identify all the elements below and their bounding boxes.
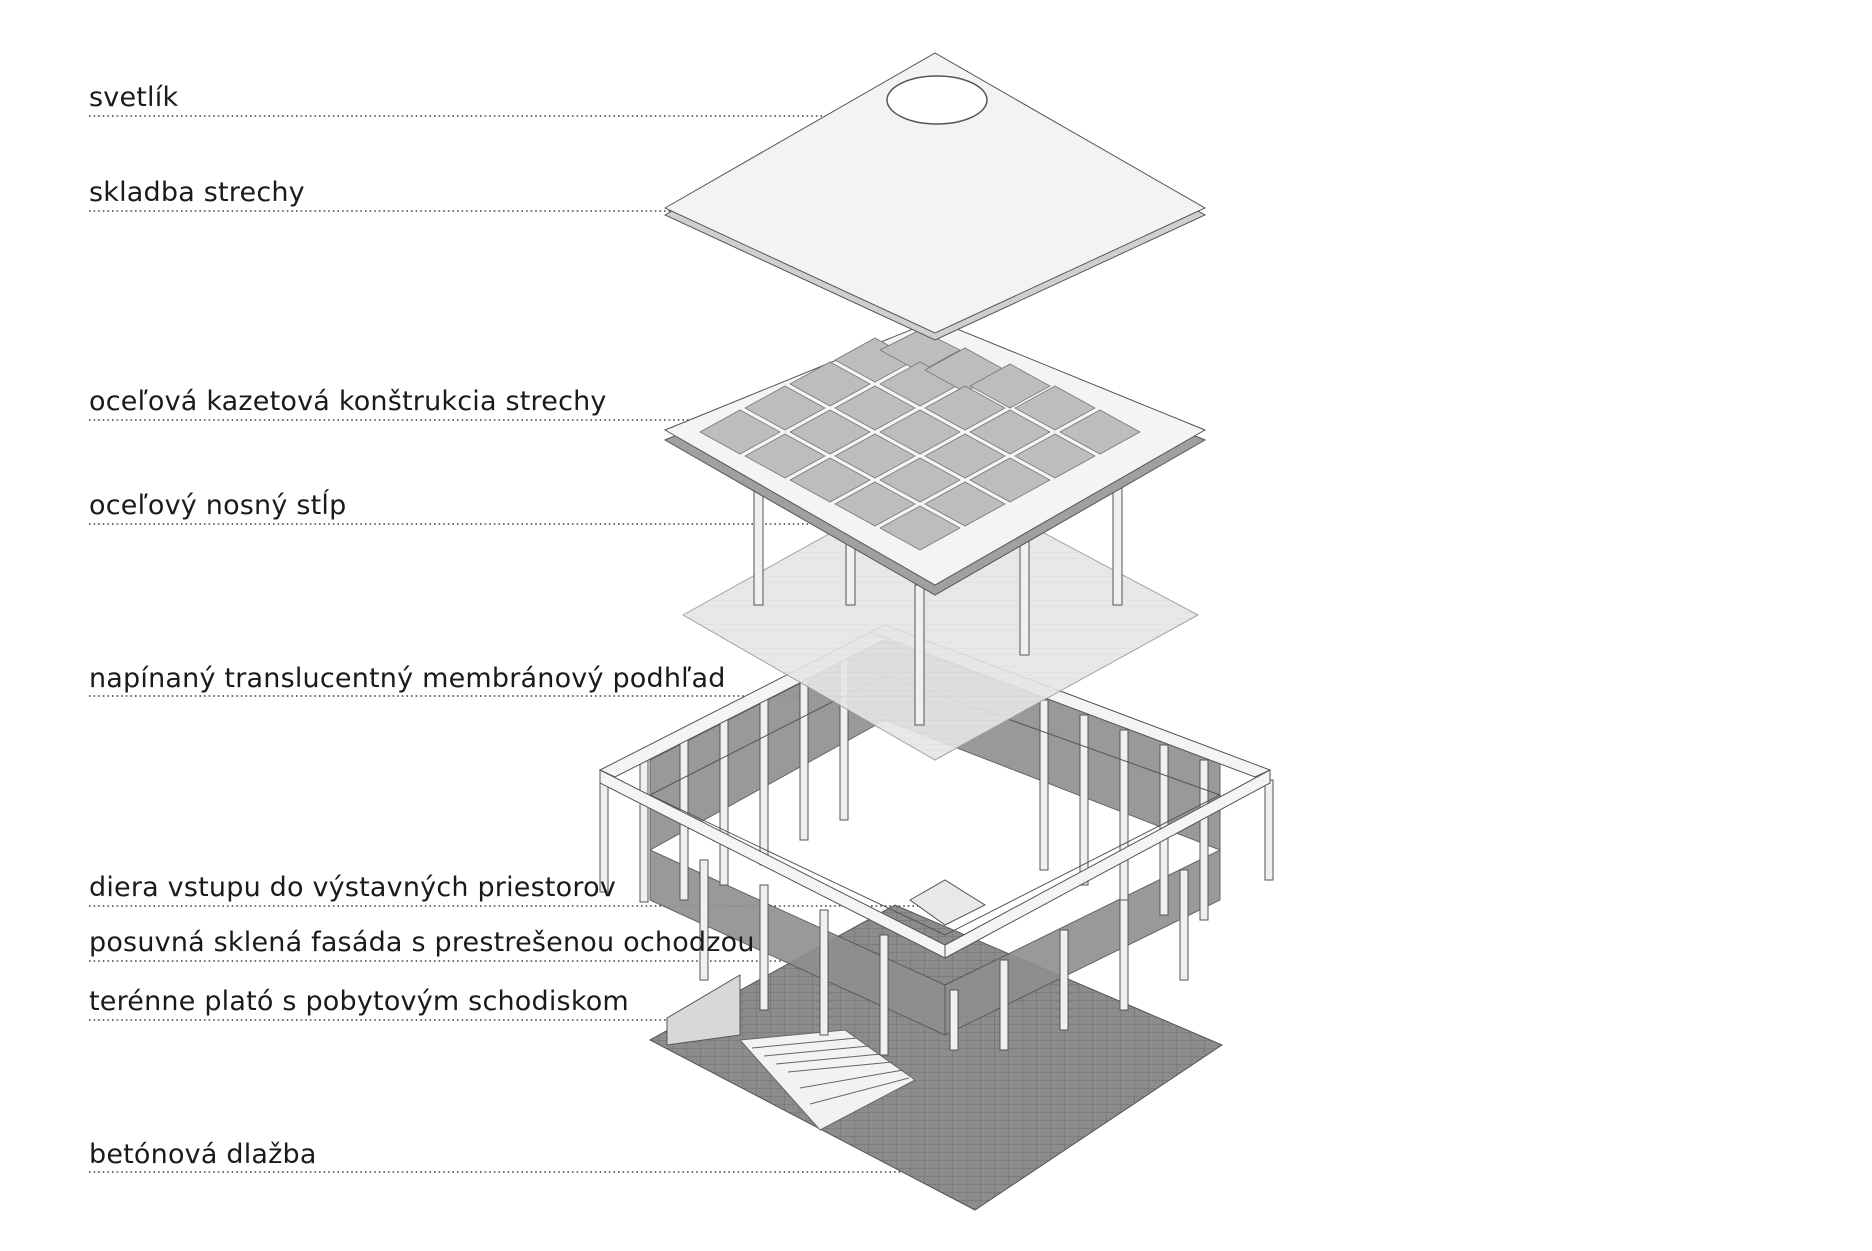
roof-slab-top: [663, 52, 1207, 334]
concrete-paving-layer: [648, 904, 1224, 1211]
label-roof-build-up: skladba strechy: [89, 177, 305, 208]
seating-steps: [738, 1029, 916, 1131]
label-skylight: svetlík: [89, 82, 179, 113]
label-tensioned-membrane-ceiling: napínaný translucentný membránový podhľa…: [89, 663, 726, 694]
label-terrain-platform: terénne plató s pobytovým schodiskom: [89, 986, 629, 1017]
skylight-opening: [886, 75, 988, 125]
label-sliding-glass-facade: posuvná sklená fasáda s prestrešenou och…: [89, 927, 755, 958]
label-steel-coffer-roof-structure: oceľová kazetová konštrukcia strechy: [89, 386, 607, 417]
roof-build-up-layer: [663, 52, 1207, 341]
coffer-cells: [699, 329, 1141, 551]
label-concrete-paving: betónová dlažba: [89, 1139, 317, 1170]
entrance-opening: [909, 879, 987, 926]
label-steel-column: oceľový nosný stĺp: [89, 490, 347, 521]
label-entrance-opening: diera vstupu do výstavných priestorov: [89, 872, 616, 903]
steel-coffer-roof-grid: [663, 319, 1207, 596]
terrain-platform-wall: [666, 974, 741, 1046]
